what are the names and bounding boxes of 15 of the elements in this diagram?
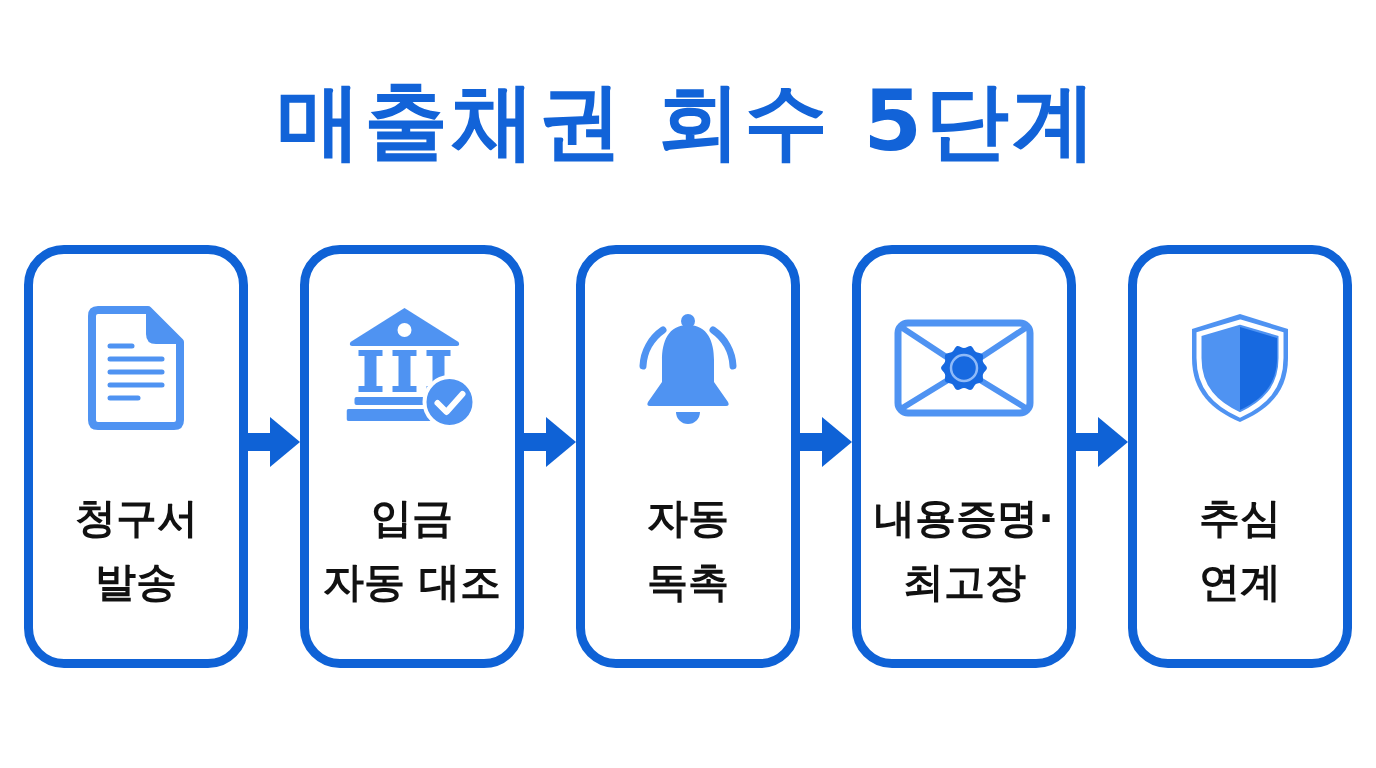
- step-label: 추심 연계: [1198, 493, 1282, 608]
- step-card: [24, 245, 248, 668]
- step-label: 자동 독촉: [646, 493, 730, 608]
- step-card: [852, 245, 1076, 668]
- step-label: 입금 자동 대조: [321, 493, 503, 608]
- diagram-title: 매출채권 회수 5단계: [277, 72, 1099, 170]
- arrow: [800, 417, 852, 467]
- step-card: [576, 245, 800, 668]
- arrow: [524, 417, 576, 467]
- step-card: [300, 245, 524, 668]
- step-card: [1128, 245, 1352, 668]
- arrow: [1076, 417, 1128, 467]
- arrow: [248, 417, 300, 467]
- step-label: 청구서 발송: [73, 493, 199, 608]
- step-label: 내용증명· 최고장: [873, 493, 1055, 608]
